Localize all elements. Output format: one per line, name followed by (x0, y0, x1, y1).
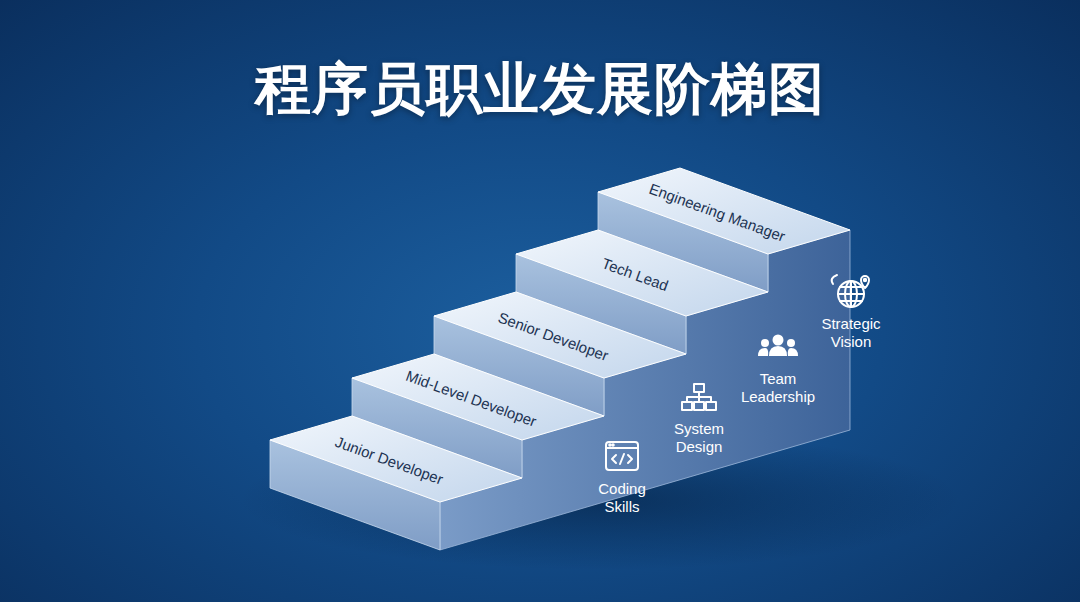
tree-icon (682, 384, 716, 410)
stair-step: Senior Developer (434, 292, 686, 378)
step-top-surface (516, 230, 768, 316)
step-top-surface (352, 354, 604, 440)
step-top-surface (598, 168, 850, 254)
code-icon (606, 442, 638, 470)
team-icon (758, 335, 798, 357)
stair-step: Tech Lead (516, 230, 768, 316)
skill-label: Team Leadership (741, 370, 815, 406)
diagram-title: 程序员职业发展阶梯图 (0, 52, 1080, 128)
stair-step: Mid-Level Developer (352, 354, 604, 440)
skill-label: System Design (674, 420, 724, 456)
skill-label: Strategic Vision (821, 315, 880, 351)
globe-icon (832, 275, 869, 307)
step-top-surface (434, 292, 686, 378)
stair-step: Engineering Manager (598, 168, 850, 254)
step-top-surface (270, 416, 522, 502)
skill-label: Coding Skills (598, 480, 646, 516)
stair-step: Junior Developer (270, 416, 522, 502)
